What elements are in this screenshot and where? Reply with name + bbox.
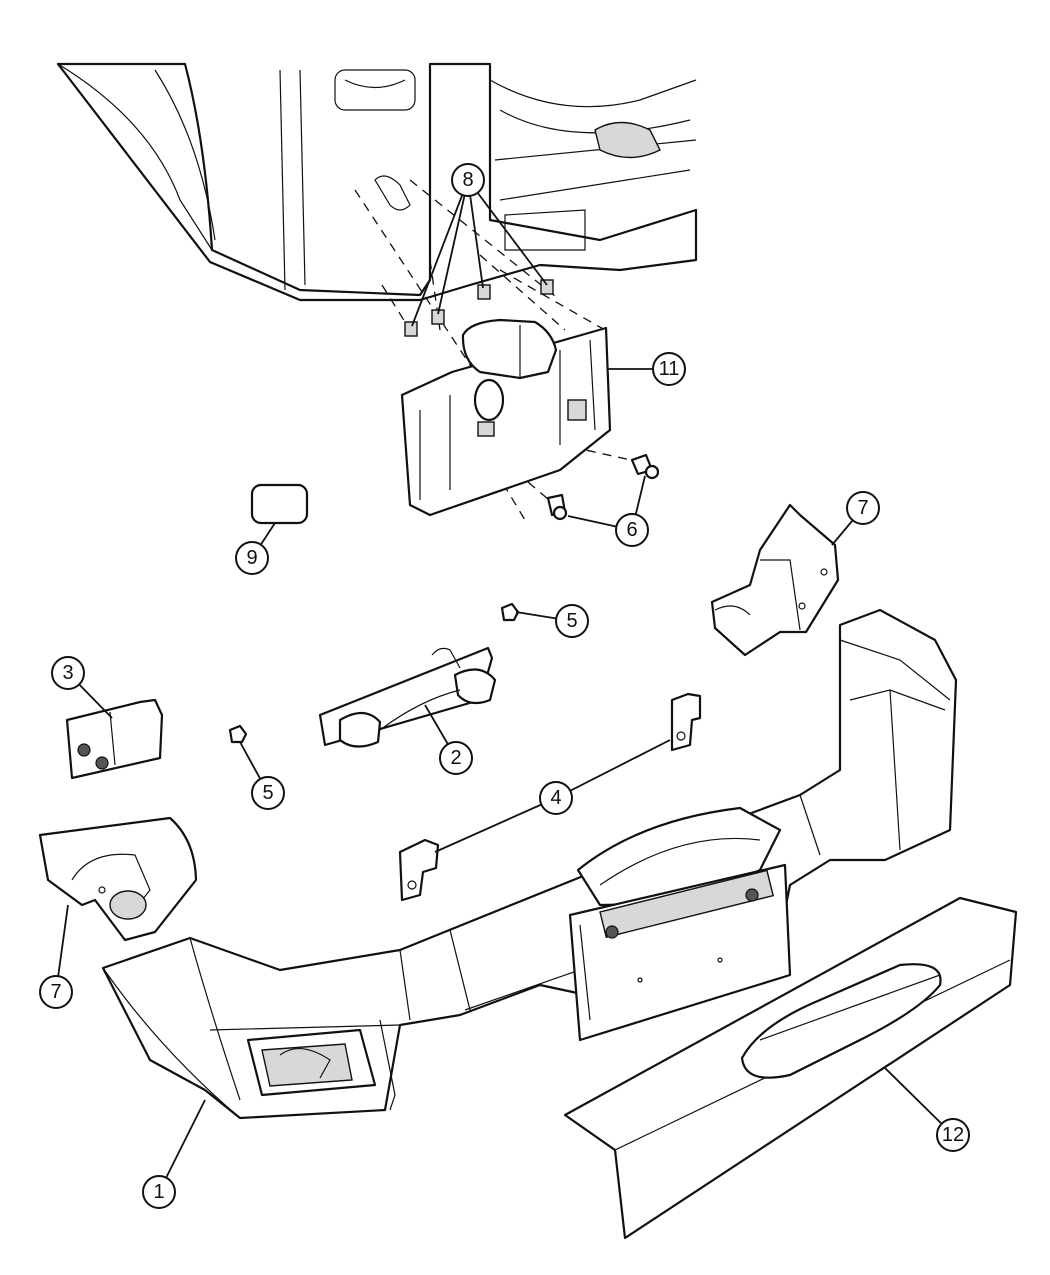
bolts [546,453,660,521]
wiring-harness [318,646,497,748]
vehicle-rear-body [56,62,698,302]
callout-5-lower-label: 5 [262,782,273,804]
callout-6: 6 [615,513,649,547]
callout-8-label: 8 [462,169,473,191]
callout-2: 2 [439,741,473,775]
callout-7-left: 7 [39,975,73,1009]
callout-3-label: 3 [62,662,73,684]
callout-4: 4 [539,781,573,815]
callout-8: 8 [451,163,485,197]
callout-7-right: 7 [846,491,880,525]
callout-7-right-label: 7 [857,497,868,519]
callout-12: 12 [936,1118,970,1152]
callout-5-upper: 5 [555,604,589,638]
callout-5-lower: 5 [251,776,285,810]
nuts [228,602,520,744]
callout-12-label: 12 [942,1124,964,1146]
bumper-bracket-right [710,503,840,657]
plug [250,483,309,525]
callout-7-left-label: 7 [50,981,61,1003]
bumper-bracket-left [38,816,198,942]
tailgate-bracket [400,318,612,517]
callout-11: 11 [652,352,686,386]
callout-1-label: 1 [153,1181,164,1203]
callout-3: 3 [51,656,85,690]
callout-5-upper-label: 5 [566,610,577,632]
callout-6-label: 6 [626,519,637,541]
callout-11-label: 11 [659,358,680,380]
step-pad [563,896,1018,1240]
small-brackets [398,692,702,902]
callout-4-label: 4 [550,787,561,809]
callout-1: 1 [142,1175,176,1209]
callout-2-label: 2 [450,747,461,769]
license-plate-mount [568,863,792,1042]
callout-9-label: 9 [246,547,257,569]
callout-9: 9 [235,541,269,575]
mounting-bracket [65,698,164,780]
